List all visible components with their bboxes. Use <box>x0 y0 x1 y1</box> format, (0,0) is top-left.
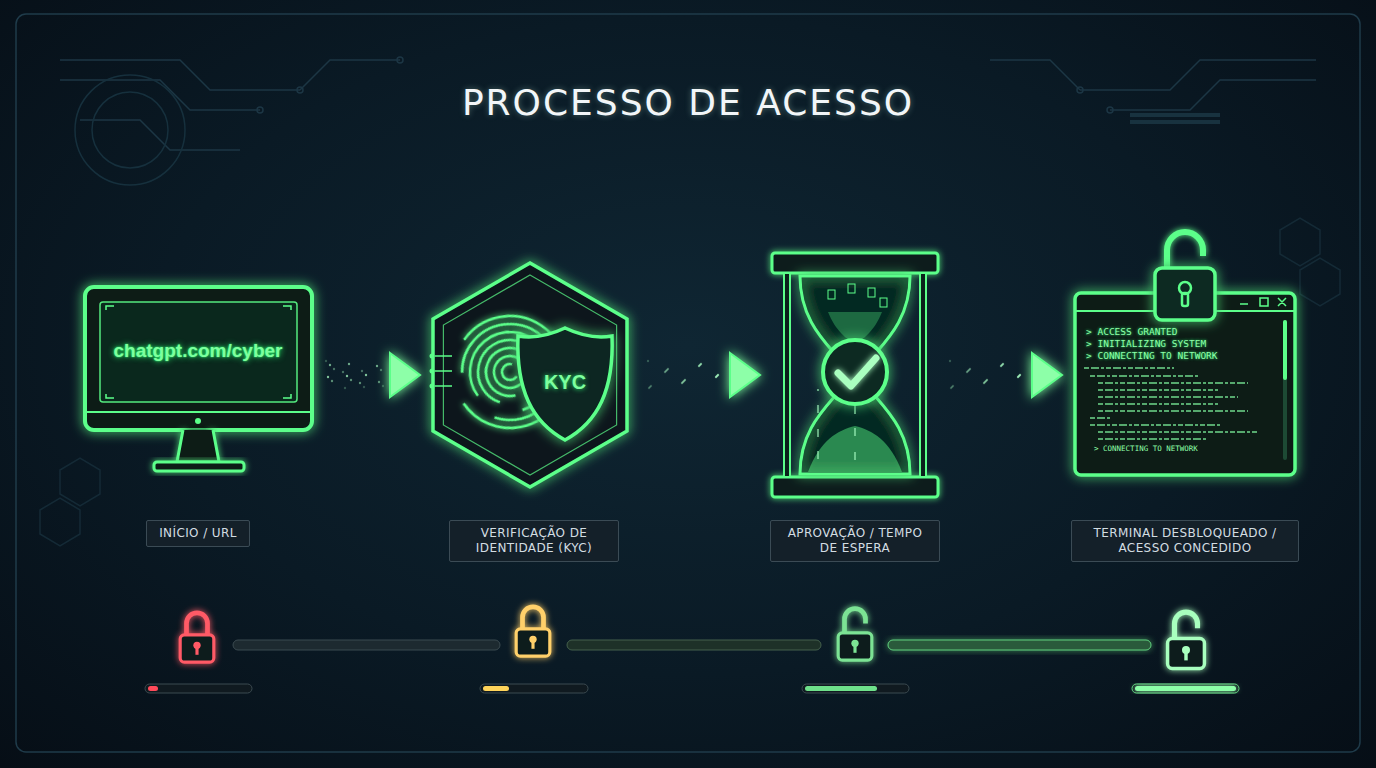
lock-icon <box>516 607 550 656</box>
lock-icon <box>180 613 214 662</box>
frame <box>16 14 1360 752</box>
terminal-line: > ACCESS GRANTED <box>1086 326 1178 337</box>
lock-icons <box>180 607 1204 669</box>
terminal-line: > CONNECTING TO NETWORK <box>1086 350 1218 361</box>
terminal-window: > ACCESS GRANTED> INITIALIZING SYSTEM> C… <box>1070 228 1300 570</box>
lock-icon <box>1168 612 1205 668</box>
lock-icon <box>838 609 872 660</box>
monitor-icon: chatgpt.com/cyberINÍCIO / URL <box>80 240 318 570</box>
hourglass-icon: APROVAÇÃO / TEMPO DE ESPERA <box>768 240 942 570</box>
step-label: VERIFICAÇÃO DE IDENTIDADE (KYC) <box>449 520 619 562</box>
shield-label: KYC <box>544 371 586 394</box>
terminal-window <box>1070 228 1300 570</box>
step-label: TERMINAL DESBLOQUEADO / ACESSO CONCEDIDO <box>1071 520 1299 562</box>
progress-track <box>145 640 1239 693</box>
circuit-traces <box>40 57 1340 546</box>
step-label: APROVAÇÃO / TEMPO DE ESPERA <box>770 520 940 562</box>
step-label: INÍCIO / URL <box>146 520 250 547</box>
terminal-line: > INITIALIZING SYSTEM <box>1086 338 1206 349</box>
flow-arrow <box>325 353 420 397</box>
url-text: chatgpt.com/cyber <box>114 340 283 362</box>
flow-arrow <box>949 353 1062 397</box>
title: PROCESSO DE ACESSO <box>0 82 1376 123</box>
fingerprint-hexagon: KYC VERIFICAÇÃO DE IDENTIDADE (KYC) <box>428 240 640 570</box>
flow-arrow <box>647 353 760 397</box>
terminal-line: > CONNECTING TO NETWORK <box>1094 444 1198 453</box>
